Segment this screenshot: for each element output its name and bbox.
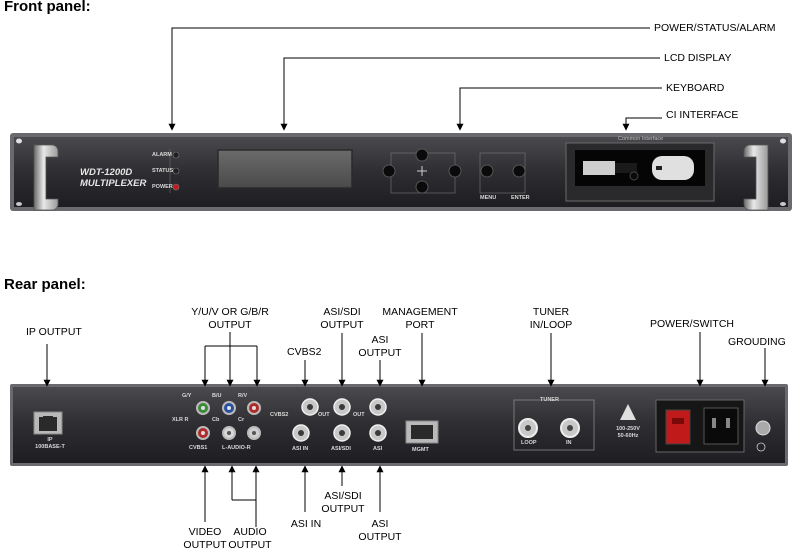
right-handle — [743, 144, 769, 211]
rear-tuner-label: TUNER — [540, 397, 559, 403]
label-audio-output: AUDIO OUTPUT — [224, 526, 276, 552]
label-video-output: VIDEO OUTPUT — [178, 526, 232, 552]
label-mgmt-line1: MANAGEMENT — [382, 306, 458, 318]
label-audio-line2: OUTPUT — [228, 539, 272, 551]
rear-xlr-label: XLR R — [172, 417, 189, 423]
rear-cb-label: Cb — [212, 417, 220, 423]
label-asi-sdi-top-line2: OUTPUT — [320, 319, 364, 331]
lcd-display — [217, 149, 353, 189]
power-led — [172, 183, 180, 191]
rear-panel-heading: Rear panel: — [4, 276, 86, 293]
rear-out1-label: OUT — [318, 412, 330, 418]
label-grounding: GROUDING — [728, 336, 786, 348]
label-keyboard: KEYBOARD — [666, 82, 725, 94]
label-asi-sdi-bot-line1: ASI/SDI — [324, 490, 362, 502]
key-left — [382, 164, 396, 178]
label-asi-sdi-bot-line2: OUTPUT — [321, 503, 365, 515]
key-down — [415, 180, 429, 194]
rear-asi-in-label: ASI IN — [292, 446, 309, 452]
rear-mgmt-label: MGMT — [412, 447, 429, 453]
rear-asi-sdi-label: ASI/SDI — [331, 446, 351, 452]
key-enter — [512, 164, 526, 178]
led-label-alarm: ALARM — [152, 152, 172, 158]
label-power-status-alarm: POWER/STATUS/ALARM — [654, 22, 776, 34]
rear-rv-label: R/V — [238, 393, 248, 399]
label-ci-interface: CI INTERFACE — [666, 109, 739, 121]
label-lcd-display: LCD DISPLAY — [664, 52, 732, 64]
device-type: MULTIPLEXER — [80, 178, 147, 189]
label-power-switch: POWER/SWITCH — [650, 318, 734, 330]
label-tuner-in-loop: TUNER IN/LOOP — [516, 306, 586, 332]
label-cvbs2: CVBS2 — [287, 346, 322, 358]
rear-audio-label: L-AUDIO-R — [222, 445, 251, 451]
rear-out2-label: OUT — [353, 412, 365, 418]
rear-cvbs2-label: CVBS2 — [270, 412, 289, 418]
rear-bu-label: B/U — [212, 393, 222, 399]
label-ip-output: IP OUTPUT — [26, 326, 82, 338]
label-asi-top-line2: OUTPUT — [358, 347, 402, 359]
status-led — [172, 167, 180, 175]
rear-volt-text: 100-250V — [616, 426, 640, 432]
device-model-badge: WDT-1200D MULTIPLEXER — [80, 167, 146, 189]
power-inlet — [703, 407, 739, 445]
rear-loop-label: LOOP — [521, 440, 537, 446]
warning-triangle-icon — [620, 404, 636, 420]
key-right — [448, 164, 462, 178]
front-panel-device — [10, 133, 792, 211]
label-yuv-line2: OUTPUT — [208, 319, 252, 331]
led-label-power: POWER — [152, 184, 173, 190]
label-mgmt-line2: PORT — [405, 319, 435, 331]
ground-icon — [756, 442, 766, 452]
label-management-port: MANAGEMENT PORT — [378, 306, 462, 332]
key-label-enter: ENTER — [511, 195, 530, 201]
rear-cr-label: Cr — [238, 417, 245, 423]
alarm-led — [172, 151, 180, 159]
rear-ip-label: IP 100BASE-T — [26, 437, 74, 451]
front-callout-lines — [168, 27, 662, 131]
rear-hz-text: 50-60Hz — [617, 433, 639, 439]
label-asi-output-bottom: ASI OUTPUT — [352, 518, 408, 544]
label-asi-sdi-output-top: ASI/SDI OUTPUT — [310, 306, 374, 332]
left-handle — [33, 144, 59, 211]
key-menu — [480, 164, 494, 178]
label-asi-sdi-output-bottom: ASI/SDI OUTPUT — [314, 490, 372, 516]
label-asi-bot-line2: OUTPUT — [358, 531, 402, 543]
label-audio-line1: AUDIO — [233, 526, 267, 538]
label-yuv-line1: Y/U/V OR G/B/R — [191, 306, 269, 318]
rear-ip-speed: 100BASE-T — [35, 444, 65, 450]
label-asi-sdi-top-line1: ASI/SDI — [323, 306, 361, 318]
label-tuner-line2: IN/LOOP — [529, 319, 573, 331]
label-asi-output-top: ASI OUTPUT — [352, 334, 408, 360]
rear-power-rating: 100-250V 50-60Hz — [610, 426, 646, 440]
front-panel-heading: Front panel: — [4, 0, 91, 15]
rear-cvbs1-label: CVBS1 — [189, 445, 208, 451]
ground-screw — [755, 420, 771, 436]
rear-callout-lines — [43, 332, 769, 527]
cross-arrows-icon — [417, 166, 427, 176]
key-label-menu: MENU — [480, 195, 497, 201]
rear-gy-label: G/Y — [182, 393, 192, 399]
power-switch — [665, 409, 691, 445]
device-model: WDT-1200D — [80, 167, 133, 178]
label-tuner-line1: TUNER — [532, 306, 570, 318]
label-yuv-output: Y/U/V OR G/B/R OUTPUT — [170, 306, 290, 332]
rear-in-label: IN — [566, 440, 572, 446]
label-asi-top-line1: ASI — [371, 334, 389, 346]
rear-ip-text: IP — [47, 437, 53, 443]
label-video-line1: VIDEO — [188, 526, 222, 538]
rear-panel-device — [10, 384, 788, 466]
led-label-status: STATUS — [152, 168, 174, 174]
rear-asi-label: ASI — [373, 446, 383, 452]
key-up — [415, 148, 429, 162]
ci-slot-label: Common Interface — [618, 136, 664, 142]
label-asi-bot-line1: ASI — [371, 518, 389, 530]
label-asi-in: ASI IN — [290, 518, 322, 530]
label-video-line2: OUTPUT — [183, 539, 227, 551]
